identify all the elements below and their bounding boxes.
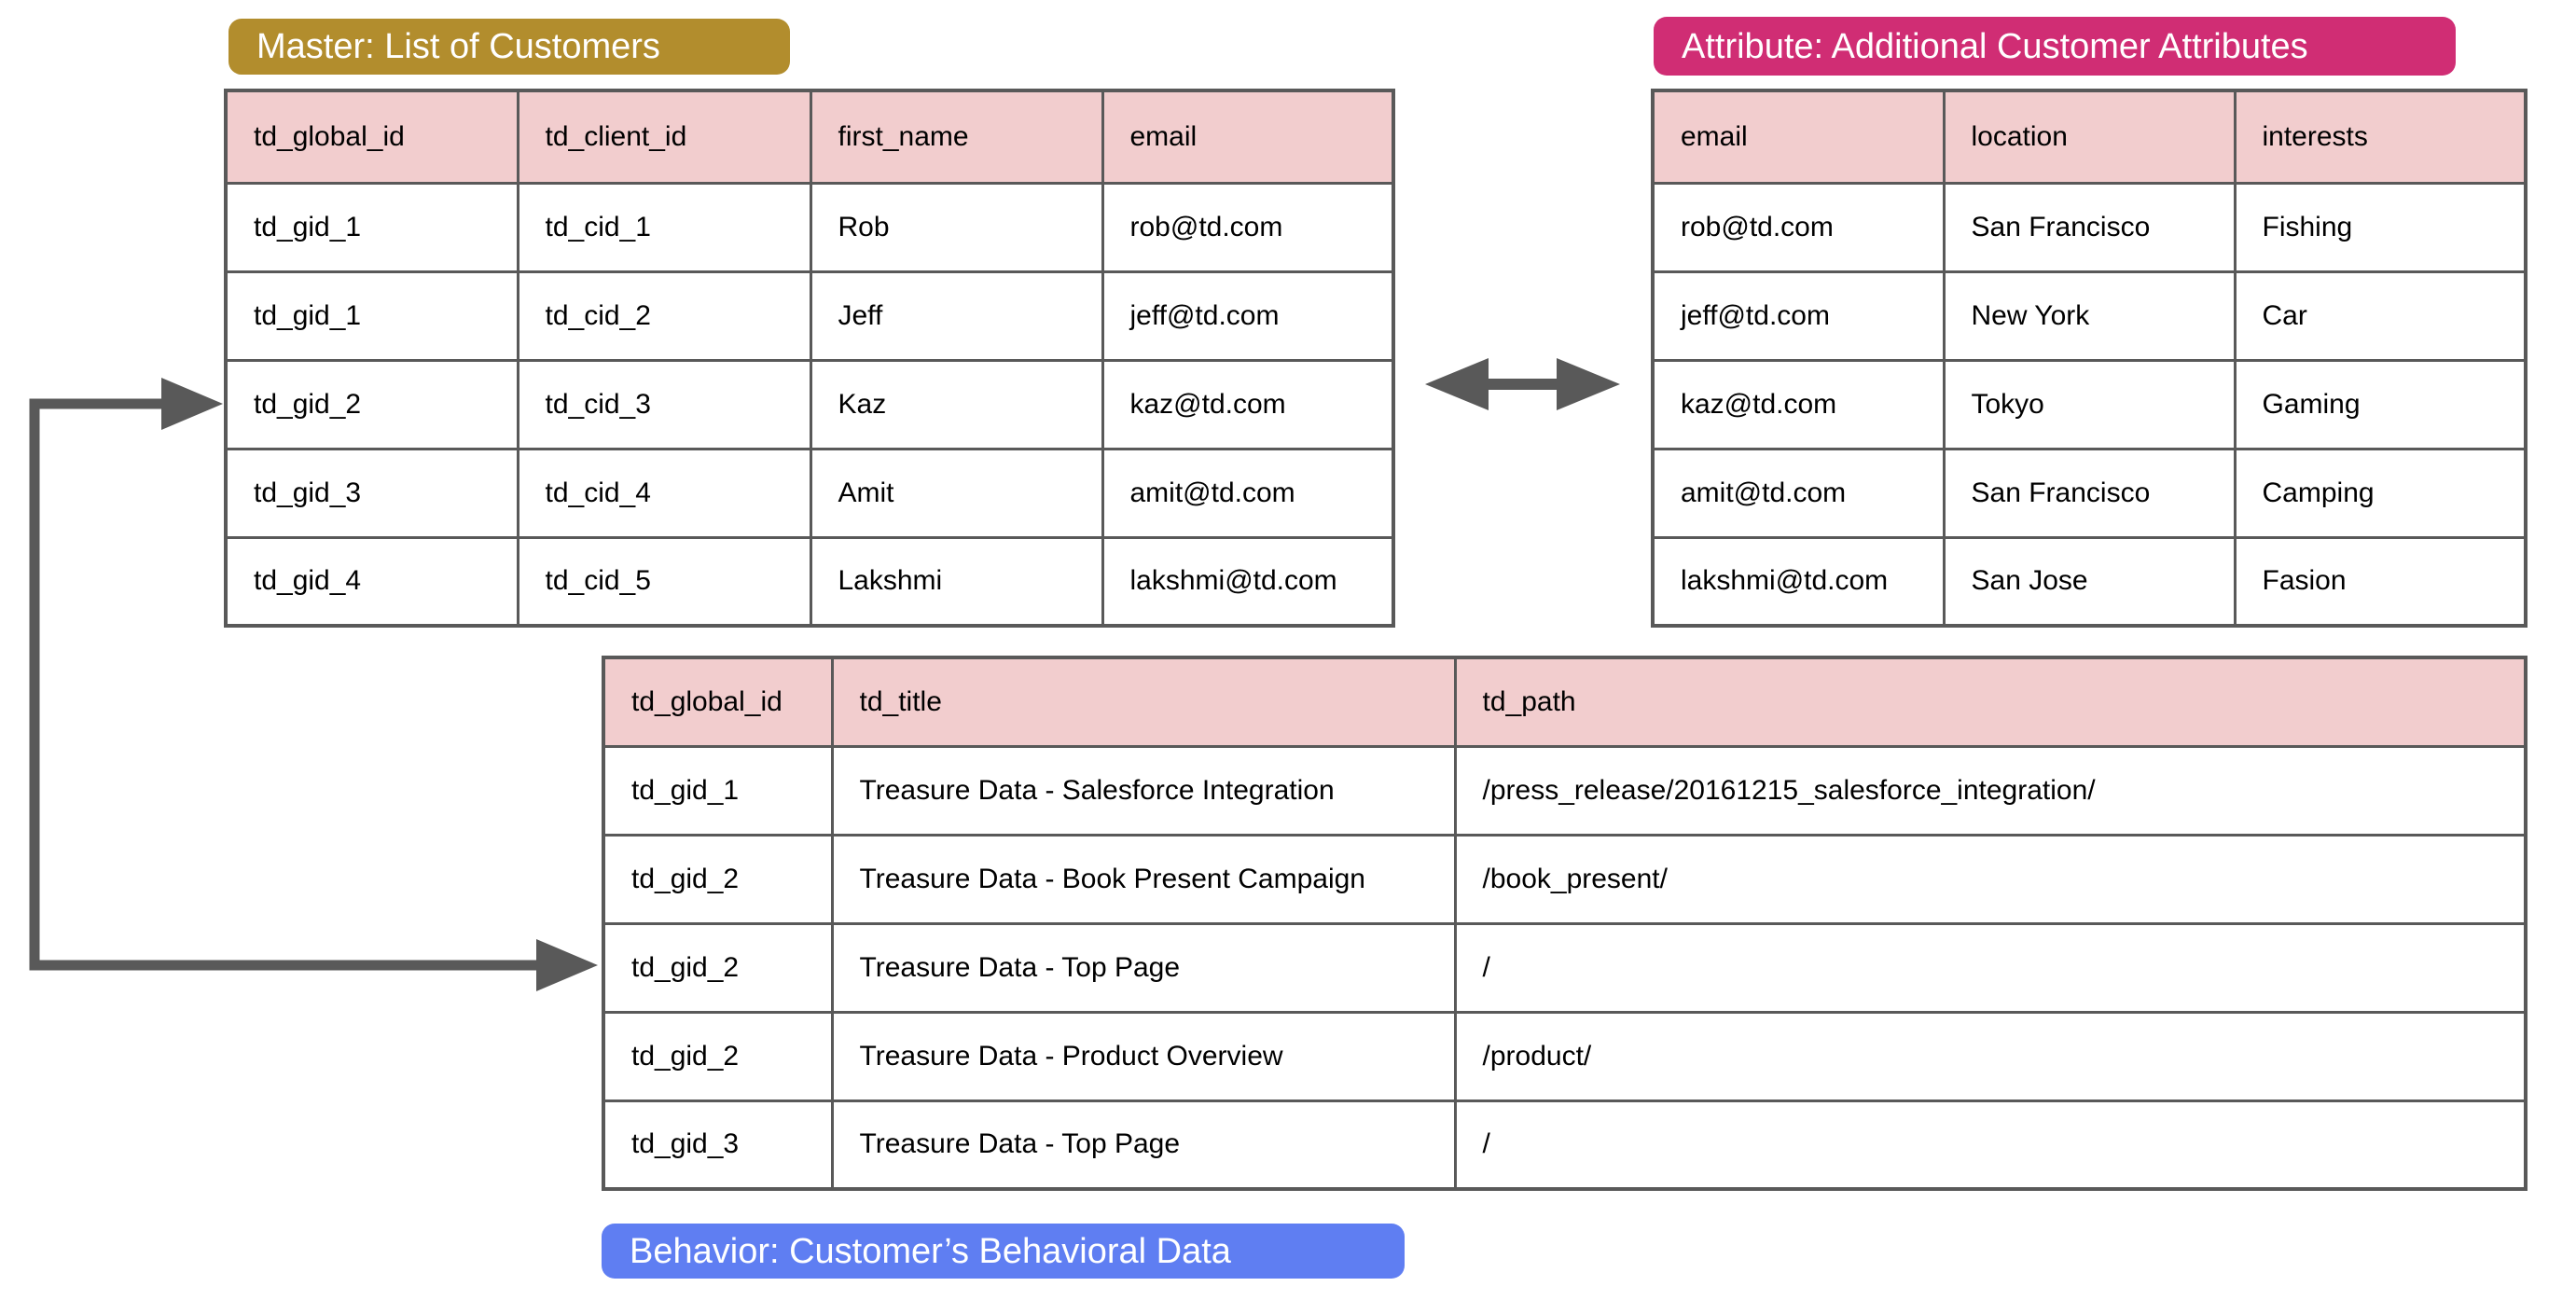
table-cell: td_gid_2 [602, 921, 834, 1014]
table-cell: Car [2233, 270, 2528, 362]
table-cell: / [1453, 921, 2528, 1014]
table-cell: jeff@td.com [1101, 270, 1395, 362]
table-header-row: email location interests [1651, 89, 2528, 185]
column-header: location [1942, 89, 2237, 185]
table-cell: / [1453, 1099, 2528, 1191]
table-cell: amit@td.com [1651, 447, 1946, 539]
attribute-table: email location interests rob@td.com San … [1651, 89, 2528, 628]
column-header: td_title [830, 656, 1457, 748]
column-header: td_path [1453, 656, 2528, 748]
table-row: td_gid_1 td_cid_1 Rob rob@td.com [224, 181, 1395, 273]
table-row: td_gid_1 td_cid_2 Jeff jeff@td.com [224, 270, 1395, 362]
table-cell: Jeff [809, 270, 1104, 362]
table-row: lakshmi@td.com San Jose Fasion [1651, 535, 2528, 628]
table-cell: Rob [809, 181, 1104, 273]
attribute-table-label: Attribute: Additional Customer Attribute… [1654, 17, 2456, 76]
table-cell: Gaming [2233, 358, 2528, 450]
table-cell: kaz@td.com [1651, 358, 1946, 450]
table-row: td_gid_3 td_cid_4 Amit amit@td.com [224, 447, 1395, 539]
table-cell: Amit [809, 447, 1104, 539]
table-row: kaz@td.com Tokyo Gaming [1651, 358, 2528, 450]
table-cell: td_cid_3 [516, 358, 812, 450]
column-header: email [1101, 89, 1395, 185]
table-cell: Treasure Data - Book Present Campaign [830, 833, 1457, 925]
table-cell: td_gid_1 [602, 744, 834, 837]
table-row: td_gid_3 Treasure Data - Top Page / [602, 1099, 2528, 1191]
table-cell: /press_release/20161215_salesforce_integ… [1453, 744, 2528, 837]
table-cell: Fasion [2233, 535, 2528, 628]
table-cell: New York [1942, 270, 2237, 362]
table-cell: Kaz [809, 358, 1104, 450]
table-cell: Fishing [2233, 181, 2528, 273]
table-cell: Treasure Data - Product Overview [830, 1010, 1457, 1102]
table-header-row: td_global_id td_title td_path [602, 656, 2528, 748]
table-cell: Treasure Data - Top Page [830, 1099, 1457, 1191]
table-cell: td_gid_4 [224, 535, 519, 628]
table-cell: kaz@td.com [1101, 358, 1395, 450]
table-cell: San Francisco [1942, 181, 2237, 273]
table-row: td_gid_1 Treasure Data - Salesforce Inte… [602, 744, 2528, 837]
table-row: td_gid_2 Treasure Data - Book Present Ca… [602, 833, 2528, 925]
table-row: td_gid_4 td_cid_5 Lakshmi lakshmi@td.com [224, 535, 1395, 628]
table-cell: td_gid_3 [602, 1099, 834, 1191]
column-header: first_name [809, 89, 1104, 185]
table-row: amit@td.com San Francisco Camping [1651, 447, 2528, 539]
table-cell: Tokyo [1942, 358, 2237, 450]
table-cell: San Jose [1942, 535, 2237, 628]
table-cell: td_gid_1 [224, 270, 519, 362]
behavior-table-label: Behavior: Customer’s Behavioral Data [602, 1224, 1405, 1279]
table-cell: Treasure Data - Top Page [830, 921, 1457, 1014]
table-cell: td_gid_1 [224, 181, 519, 273]
table-cell: rob@td.com [1651, 181, 1946, 273]
table-cell: td_cid_5 [516, 535, 812, 628]
table-cell: jeff@td.com [1651, 270, 1946, 362]
table-cell: td_cid_1 [516, 181, 812, 273]
table-cell: lakshmi@td.com [1101, 535, 1395, 628]
table-cell: amit@td.com [1101, 447, 1395, 539]
table-cell: td_cid_2 [516, 270, 812, 362]
table-cell: Lakshmi [809, 535, 1104, 628]
table-cell: td_gid_2 [602, 1010, 834, 1102]
table-cell: lakshmi@td.com [1651, 535, 1946, 628]
table-row: td_gid_2 Treasure Data - Product Overvie… [602, 1010, 2528, 1102]
table-cell: rob@td.com [1101, 181, 1395, 273]
table-cell: td_gid_3 [224, 447, 519, 539]
table-cell: Camping [2233, 447, 2528, 539]
column-header: td_client_id [516, 89, 812, 185]
table-cell: td_cid_4 [516, 447, 812, 539]
table-cell: /book_present/ [1453, 833, 2528, 925]
behavior-table: td_global_id td_title td_path td_gid_1 T… [602, 656, 2528, 1191]
double-arrow-icon [1425, 358, 1620, 410]
column-header: interests [2233, 89, 2528, 185]
column-header: email [1651, 89, 1946, 185]
table-cell: Treasure Data - Salesforce Integration [830, 744, 1457, 837]
column-header: td_global_id [224, 89, 519, 185]
column-header: td_global_id [602, 656, 834, 748]
table-cell: /product/ [1453, 1010, 2528, 1102]
table-header-row: td_global_id td_client_id first_name ema… [224, 89, 1395, 185]
table-row: rob@td.com San Francisco Fishing [1651, 181, 2528, 273]
table-cell: td_gid_2 [224, 358, 519, 450]
table-row: jeff@td.com New York Car [1651, 270, 2528, 362]
table-cell: San Francisco [1942, 447, 2237, 539]
table-row: td_gid_2 td_cid_3 Kaz kaz@td.com [224, 358, 1395, 450]
master-table-label: Master: List of Customers [229, 19, 790, 75]
table-row: td_gid_2 Treasure Data - Top Page / [602, 921, 2528, 1014]
master-table: td_global_id td_client_id first_name ema… [224, 89, 1395, 628]
table-cell: td_gid_2 [602, 833, 834, 925]
